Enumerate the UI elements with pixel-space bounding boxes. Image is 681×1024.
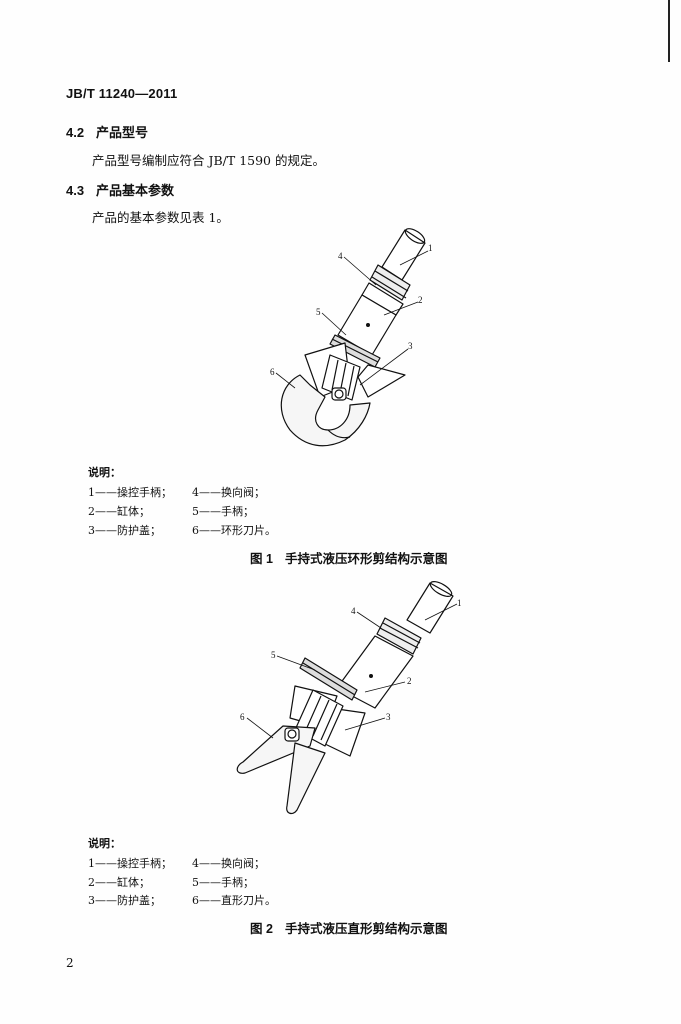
figure-1-part-label-6: 6 (270, 367, 275, 377)
section-title: 产品型号 (96, 125, 149, 140)
figure-1-legend-row: 3——防护盖； 6——环形刀片。 (88, 522, 348, 538)
figure-1-part-label-4: 4 (338, 251, 343, 261)
figure-2-part-label-1: 1 (457, 598, 462, 608)
section-title: 产品基本参数 (96, 183, 175, 198)
standard-code-header: JB/T 11240—2011 (66, 86, 178, 101)
legend-item: 2——缸体； (88, 505, 150, 518)
section-number: 4.3 (66, 183, 85, 198)
legend-item: 5——手柄； (192, 876, 254, 889)
figure-1-part-label-5: 5 (316, 307, 321, 317)
figure-title: 手持式液压直形剪结构示意图 (284, 922, 448, 936)
section-heading-4-2: 4.2 产品型号 (66, 122, 148, 141)
legend-item: 1——操控手柄； (88, 857, 172, 870)
legend-item: 6——环形刀片。 (192, 524, 276, 537)
figure-2-part-label-2: 2 (407, 676, 412, 686)
legend-item: 5——手柄； (192, 505, 254, 518)
legend-item: 4——换向阀； (192, 486, 265, 499)
figure-1-legend-title: 说明： (88, 466, 121, 479)
legend-item: 3——防护盖； (88, 894, 161, 907)
figure-1-ring-shear-drawing: 1 2 3 4 5 6 (270, 228, 433, 447)
figure-2-part-label-3: 3 (386, 712, 391, 722)
figure-2-part-label-4: 4 (351, 606, 356, 616)
legend-item: 3——防护盖； (88, 524, 161, 537)
figure-2-straight-shear-drawing: 1 2 3 4 5 6 (236, 581, 462, 815)
figure-2-legend-row: 3——防护盖； 6——直形刀片。 (88, 892, 348, 908)
section-paragraph-4-3: 产品的基本参数见表 1。 (92, 210, 229, 225)
legend-item: 2——缸体； (88, 876, 150, 889)
figure-2-legend-row: 1——操控手柄； 4——换向阀； (88, 855, 348, 871)
figure-2-legend-row: 2——缸体； 5——手柄； (88, 874, 348, 890)
figure-2-caption: 图 2 手持式液压直形剪结构示意图 (250, 918, 447, 937)
figure-1-part-label-2: 2 (418, 295, 423, 305)
figure-1-part-label-1: 1 (428, 243, 433, 253)
page-edge-line (668, 0, 670, 62)
figure-1-legend-row: 2——缸体； 5——手柄； (88, 503, 348, 519)
legend-item: 6——直形刀片。 (192, 894, 276, 907)
figure-1-caption: 图 1 手持式液压环形剪结构示意图 (250, 548, 447, 567)
legend-item: 4——换向阀； (192, 857, 265, 870)
figure-1-legend-row: 1——操控手柄； 4——换向阀； (88, 484, 348, 500)
figure-number: 图 2 (250, 922, 273, 936)
figure-2-legend-title: 说明： (88, 837, 121, 850)
section-number: 4.2 (66, 125, 85, 140)
section-heading-4-3: 4.3 产品基本参数 (66, 180, 174, 199)
figure-2-part-label-6: 6 (240, 712, 245, 722)
figure-2-part-label-5: 5 (271, 650, 276, 660)
legend-item: 1——操控手柄； (88, 486, 172, 499)
figure-1-part-label-3: 3 (408, 341, 413, 351)
figure-title: 手持式液压环形剪结构示意图 (284, 552, 448, 566)
figure-number: 图 1 (250, 552, 273, 566)
section-paragraph-4-2: 产品型号编制应符合 JB/T 1590 的规定。 (92, 153, 325, 168)
page-number: 2 (66, 956, 74, 970)
